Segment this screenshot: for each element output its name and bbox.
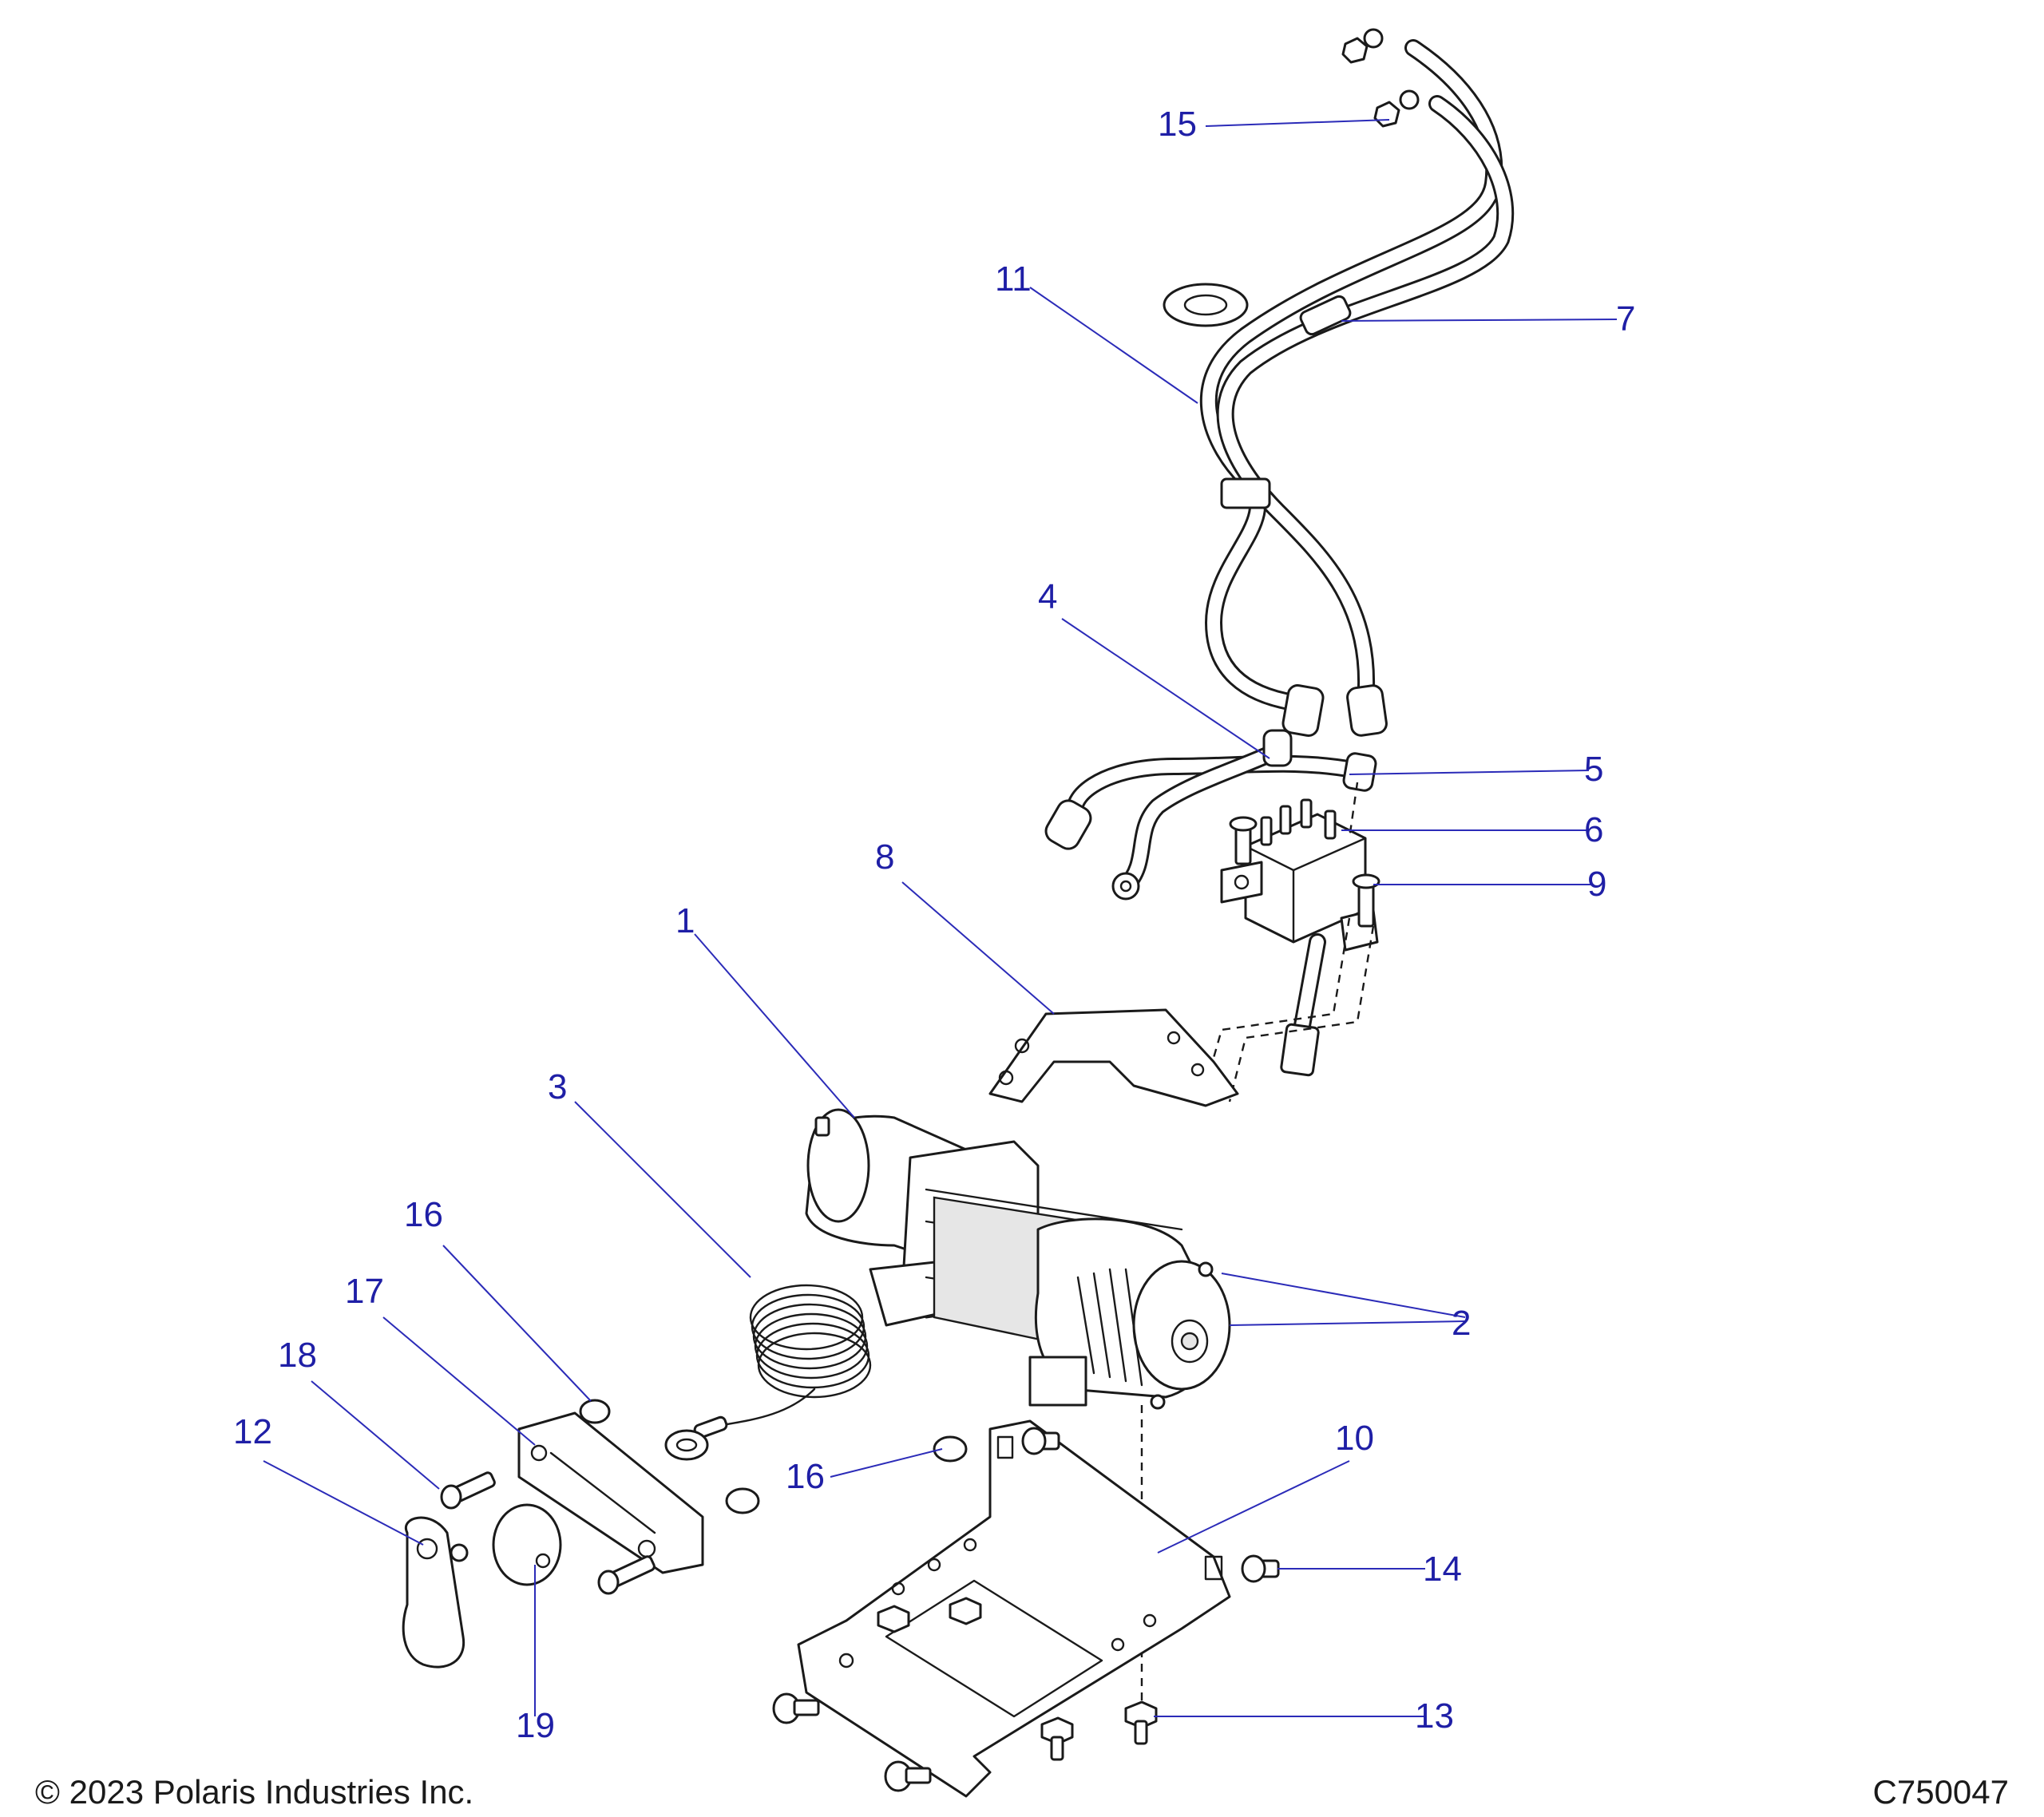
callout-15: 15 [1158, 105, 1197, 144]
bolt-part-18 [440, 1471, 656, 1595]
nut-part-16 [579, 1399, 968, 1514]
callout-11: 11 [995, 259, 1032, 299]
callout-4: 4 [1038, 577, 1058, 616]
bolt-part-13 [772, 1597, 1158, 1792]
callout-1: 1 [675, 901, 695, 940]
callout-6: 6 [1584, 810, 1604, 849]
callout-3: 3 [548, 1067, 568, 1106]
callout-16: 16 [404, 1195, 443, 1234]
callout-9: 9 [1587, 865, 1607, 904]
callout-8: 8 [875, 837, 895, 877]
assembly-line [1228, 925, 1375, 1102]
callout-5: 5 [1584, 750, 1604, 789]
bolt-part-14 [1021, 1427, 1280, 1583]
bracket-part-8 [988, 1008, 1239, 1107]
cable-part-4 [1044, 729, 1377, 901]
callout-12: 12 [233, 1412, 272, 1451]
callout-10: 10 [1335, 1419, 1374, 1458]
fairlead-part-17 [517, 1411, 704, 1574]
leader-lines [263, 119, 1618, 1717]
copyright-notice: © 2023 Polaris Industries Inc. [35, 1773, 474, 1811]
winch-assembly-part-1 [805, 1108, 1231, 1410]
grommet-part-11 [1163, 283, 1249, 327]
battery-cable-harness [1199, 28, 1515, 737]
bolt-part-9 [1229, 816, 1380, 928]
drawing-id: C750047 [1872, 1773, 2009, 1811]
nut-part-15 [1341, 37, 1400, 128]
callout-13: 13 [1415, 1696, 1454, 1736]
mounting-plate-part-10 [797, 1419, 1231, 1798]
assembly-line [1204, 917, 1351, 1087]
callout-18: 18 [278, 1336, 317, 1375]
winch-hook-part-12 [402, 1516, 469, 1669]
assembly-line [1348, 782, 1359, 839]
callout-2: 2 [1452, 1304, 1472, 1343]
winch-rope-part-3 [664, 1284, 872, 1461]
rope-stopper-part-19 [492, 1503, 562, 1586]
callout-19: 19 [516, 1706, 555, 1745]
callout-16-plate: 16 [786, 1457, 825, 1496]
callout-7: 7 [1616, 299, 1636, 338]
callout-14: 14 [1423, 1550, 1462, 1589]
callout-17: 17 [345, 1272, 384, 1311]
